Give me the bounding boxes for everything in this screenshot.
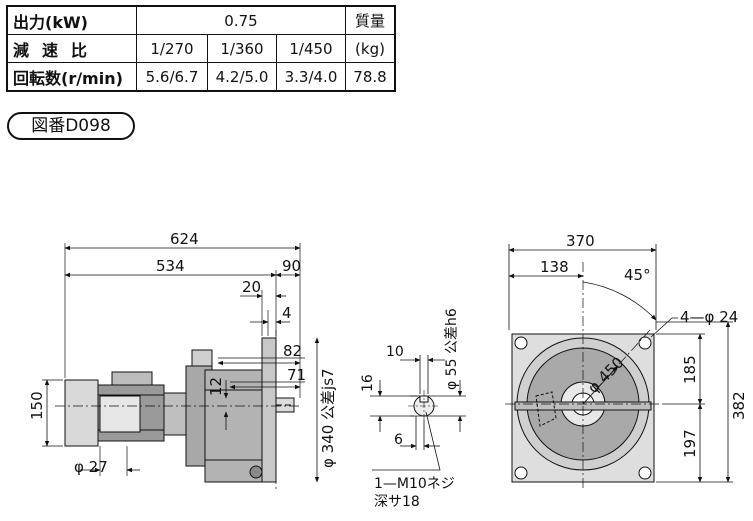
ratio-1: 1/270 [136,34,208,63]
dim-key-width: 10 [386,344,404,360]
dim-upper-height: 185 [681,355,699,384]
dim-flange-offset: 20 [242,278,261,296]
side-view-centerlines [55,330,300,490]
shaft-section-dimension-lines [370,355,466,471]
spec-table: 出力(kW) 0.75 質量 減速比 1/270 1/360 1/450 (kg… [6,5,396,92]
dim-key-offset: 12 [207,377,225,396]
dim-flange-half: 138 [540,258,569,276]
speed-2: 4.2/5.0 [207,62,277,92]
shaft-section-dimension-text: 10 16 6 φ 55 公差h6 1—M10ネジ 深サ18 [360,308,460,510]
dim-overall-length: 624 [170,230,199,248]
dim-motor-shaft-dia: φ 27 [74,458,108,476]
dim-height-150: 150 [28,391,46,420]
dim-shaft-extension: 90 [282,257,301,275]
dim-hole-angle: 45° [624,266,651,284]
tap-label-line2: 深サ18 [374,494,420,510]
output-value: 0.75 [136,5,346,35]
dim-flange-thickness: 4 [282,304,292,322]
dim-pilot-dia: φ 340 公差js7 [319,368,337,468]
dim-key-depth: 6 [394,432,403,448]
ratio-3: 1/450 [276,34,346,63]
speed-1: 5.6/6.7 [136,62,208,92]
drawing-number-badge: 図番D098 [7,112,135,140]
mass-value: 78.8 [345,62,396,92]
dim-key-height: 16 [360,374,376,392]
dim-shaft-length-b: 71 [287,366,306,384]
mass-unit: (kg) [345,34,396,63]
ratio-label: 減速比 [6,34,137,63]
side-view-dimension-text: 624 534 90 20 4 82 71 12 φ 27 150 φ 340 … [28,230,337,476]
front-view-dimension-lines [508,244,733,483]
dim-lower-height: 197 [681,429,699,458]
dim-flange-width: 370 [566,232,595,250]
tap-label-line1: 1—M10ネジ [374,476,455,492]
side-view-dimension-lines [44,245,320,483]
dim-total-height: 382 [730,391,748,420]
dim-body-length: 534 [156,257,185,275]
mass-label: 質量 [345,5,396,35]
dim-shaft-length-a: 82 [283,342,302,360]
speed-label: 回転数(r/min) [6,62,137,92]
shaft-section-view [408,390,440,422]
dim-shaft-dia: φ 55 公差h6 [444,308,460,390]
ratio-2: 1/360 [207,34,277,63]
speed-3: 3.3/4.0 [276,62,346,92]
dim-holes: 4—φ 24 [680,308,738,326]
